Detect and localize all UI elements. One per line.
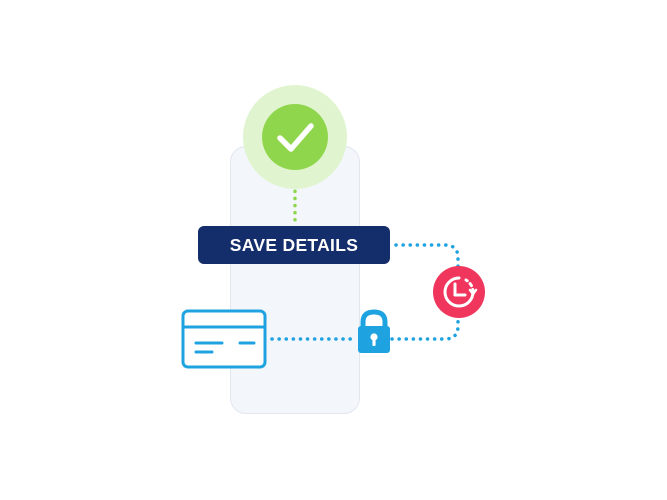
check-circle-icon (243, 85, 347, 189)
lock-timer-connector-line (390, 314, 460, 341)
padlock-icon (358, 309, 390, 353)
button-timer-connector-line (394, 243, 460, 270)
clock-refresh-icon (433, 266, 485, 318)
credit-card-icon (181, 309, 267, 369)
save-details-button[interactable]: SAVE DETAILS (198, 226, 390, 264)
